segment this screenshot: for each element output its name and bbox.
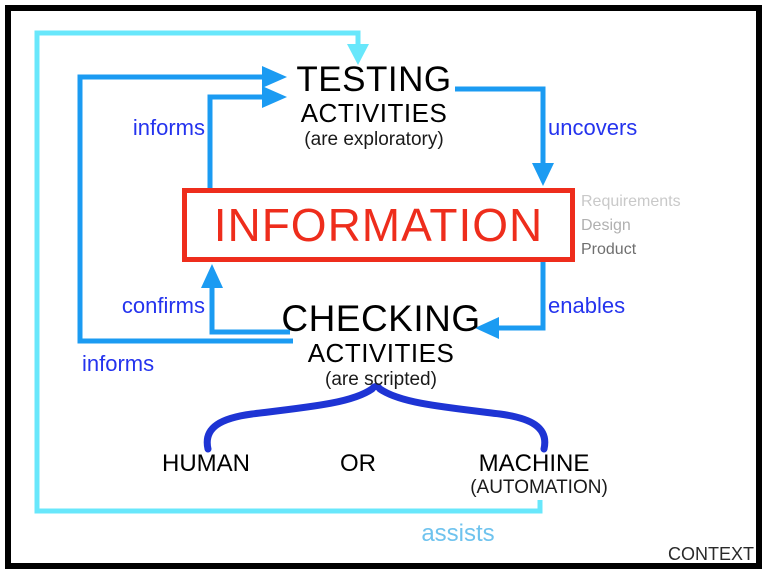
assists-loop-line: [34, 30, 543, 514]
machine-note: (AUTOMATION): [470, 477, 608, 498]
checking-node: CHECKING ACTIVITIES (are scripted): [281, 300, 480, 389]
checking-note: (are scripted): [325, 369, 437, 390]
testing-note: (are exploratory): [304, 129, 444, 150]
testing-title: TESTING: [296, 60, 452, 99]
informs-outer-line: [77, 74, 293, 344]
checking-subtitle: ACTIVITIES: [307, 338, 455, 368]
testing-node: TESTING ACTIVITIES (are exploratory): [296, 62, 451, 149]
informs-inner-line: [207, 94, 263, 188]
uncovers-line: [455, 86, 546, 165]
enables-label: enables: [548, 293, 626, 318]
information-box: INFORMATION: [182, 188, 575, 262]
assists-label: assists: [421, 520, 495, 547]
enables-arrowhead-icon: [475, 317, 499, 339]
confirms-label: confirms: [121, 293, 205, 318]
context-label: CONTEXT: [667, 544, 754, 564]
informs-outer-label: informs: [82, 351, 155, 376]
uncovers-label: uncovers: [548, 115, 638, 140]
informs-inner-label: informs: [132, 115, 205, 140]
uncovers-arrowhead-icon: [532, 163, 554, 186]
subject-design: Design: [581, 217, 631, 234]
human-label: HUMAN: [162, 450, 250, 477]
enables-line: [497, 262, 546, 331]
confirms-arrowhead-icon: [201, 264, 223, 288]
confirms-line: [209, 286, 290, 335]
checking-title: CHECKING: [281, 298, 481, 339]
testing-subtitle: ACTIVITIES: [300, 98, 448, 128]
information-label: INFORMATION: [213, 199, 544, 251]
context-frame-border: [5, 5, 762, 569]
brace-icon: [203, 383, 549, 453]
subject-product: Product: [581, 241, 637, 258]
machine-label: MACHINE: [478, 450, 590, 477]
or-label: OR: [340, 450, 376, 477]
informs-inner-arrowhead-icon: [262, 86, 287, 108]
subject-requirements: Requirements: [581, 193, 681, 210]
assists-arrowhead-down-icon: [347, 44, 369, 65]
informs-outer-arrowhead-icon: [262, 66, 287, 88]
